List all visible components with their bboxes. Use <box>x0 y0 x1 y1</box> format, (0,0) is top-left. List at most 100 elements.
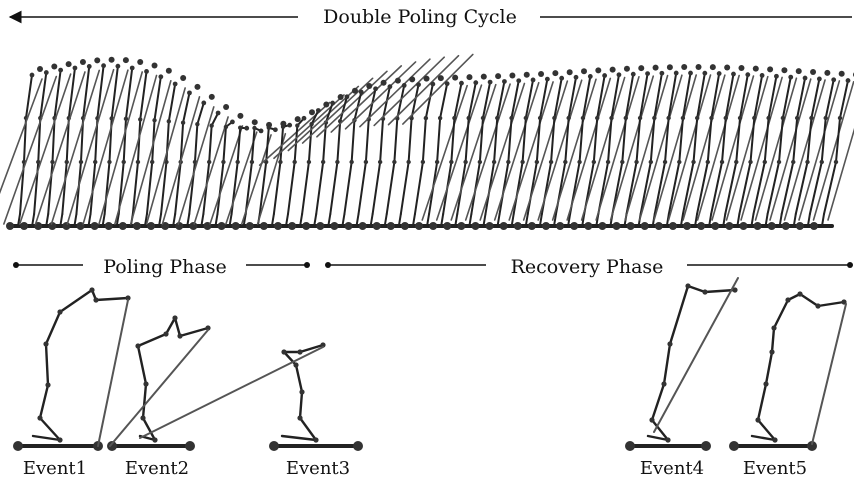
thigh <box>166 121 168 162</box>
ski-tip-joint <box>627 222 635 230</box>
head <box>724 65 730 71</box>
shoulder-joint <box>387 84 392 89</box>
ski-tip-joint <box>260 222 268 230</box>
head <box>524 72 530 78</box>
head <box>309 109 315 115</box>
limb-segment <box>766 352 772 384</box>
head <box>810 69 816 75</box>
ski-tip-joint <box>782 222 790 230</box>
torso <box>612 75 619 118</box>
knee-joint <box>706 160 710 164</box>
joint <box>135 343 140 348</box>
thigh <box>337 121 340 162</box>
knee-joint <box>250 160 254 164</box>
shoulder-joint <box>273 127 278 132</box>
event3-label: Event3 <box>286 458 350 479</box>
joint <box>140 415 145 420</box>
joint <box>43 341 48 346</box>
joint <box>649 417 654 422</box>
head <box>424 76 430 82</box>
ski-tip-joint <box>796 222 804 230</box>
joint <box>755 417 760 422</box>
thigh <box>238 128 241 162</box>
head <box>194 84 200 90</box>
shin <box>401 162 409 214</box>
knee-joint <box>307 160 311 164</box>
head <box>252 119 258 125</box>
knee-joint <box>292 160 296 164</box>
knee-joint <box>136 160 140 164</box>
limb-segment <box>758 384 766 420</box>
poling-phase-end-dot <box>304 262 310 268</box>
hip-joint <box>581 116 585 120</box>
shoulder-joint <box>287 123 292 128</box>
ski-tip-joint <box>302 222 310 230</box>
joint <box>89 287 94 292</box>
shoulder-joint <box>659 71 664 76</box>
ski-tip-joint <box>189 222 197 230</box>
ski-tip-joint <box>429 222 437 230</box>
ski-tip-joint <box>669 222 677 230</box>
shin <box>48 162 52 214</box>
hip-joint <box>824 116 828 120</box>
knee-joint <box>122 160 126 164</box>
ski-tip-joint <box>739 222 747 230</box>
torso <box>683 73 691 118</box>
thigh <box>565 118 568 162</box>
limb-segment <box>96 298 128 300</box>
ski-tip-joint <box>288 222 296 230</box>
torso <box>183 93 189 123</box>
ski-tip-joint <box>359 222 367 230</box>
head <box>638 65 644 71</box>
shoulder-joint <box>130 66 135 71</box>
thigh <box>722 118 726 162</box>
hip-joint <box>709 116 713 120</box>
pole <box>812 304 846 444</box>
shin <box>387 162 395 214</box>
joint <box>661 381 666 386</box>
head <box>37 66 43 72</box>
ski-tip-joint <box>415 222 423 230</box>
limb-segment <box>40 385 48 418</box>
hip-joint <box>124 117 128 121</box>
ski-tip-joint <box>486 222 494 230</box>
shoulder-joint <box>502 79 507 84</box>
thigh <box>480 118 483 162</box>
ski-tip-joint <box>218 222 226 230</box>
hip-joint <box>781 116 785 120</box>
shoulder-joint <box>674 71 679 76</box>
ski-tip-joint <box>274 222 282 230</box>
head <box>624 66 630 72</box>
hip-joint <box>752 116 756 120</box>
skeleton-frame <box>246 121 287 230</box>
joint <box>37 415 42 420</box>
ski-tip-joint <box>598 222 606 230</box>
knee-joint <box>221 160 225 164</box>
head <box>481 74 487 80</box>
joint <box>785 297 790 302</box>
hip-joint <box>595 116 599 120</box>
knee-joint <box>748 160 752 164</box>
knee-joint <box>634 160 638 164</box>
hip-joint <box>766 116 770 120</box>
shoulder-joint <box>158 74 163 79</box>
shoulder-joint <box>30 73 35 78</box>
joint <box>815 303 820 308</box>
limb-segment <box>300 392 302 418</box>
joint <box>45 382 50 387</box>
head <box>710 64 716 70</box>
ski-back-joint <box>353 441 363 451</box>
shoulder-joint <box>345 94 350 99</box>
ski-tip-joint <box>570 222 578 230</box>
torso <box>654 73 662 118</box>
shoulder-joint <box>373 86 378 91</box>
joint <box>177 333 182 338</box>
knee-joint <box>378 160 382 164</box>
limb-segment <box>688 286 705 292</box>
limb-segment <box>175 318 180 336</box>
ski-tip-joint <box>810 222 818 230</box>
head <box>323 101 329 107</box>
ski-back-joint <box>701 441 711 451</box>
head <box>552 70 558 76</box>
